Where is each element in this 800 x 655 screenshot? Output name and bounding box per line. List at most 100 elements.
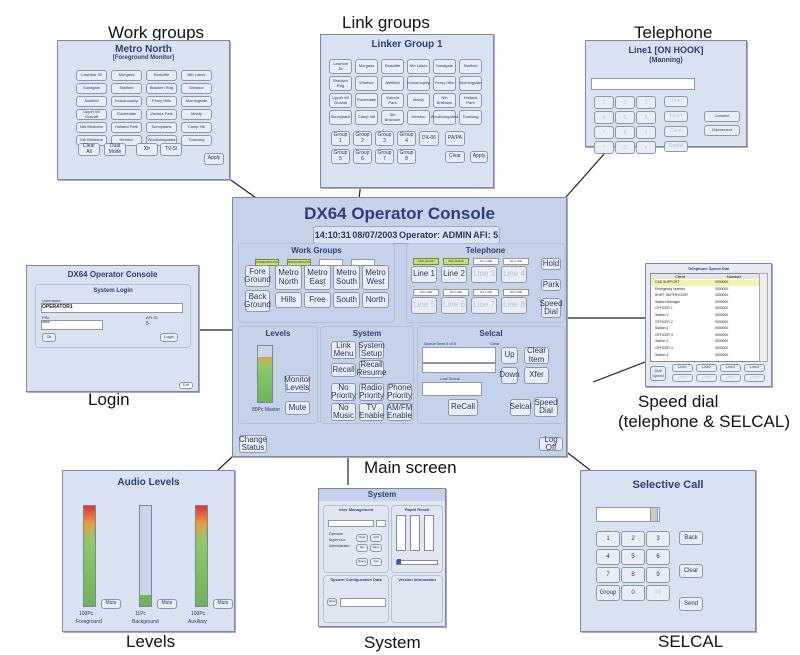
workgroup-button[interactable]: Redcliffe xyxy=(146,70,177,81)
work-group-button[interactable]: Metro South xyxy=(333,265,360,290)
selcal-key[interactable]: 4 xyxy=(596,549,620,565)
telephone-line-button[interactable]: Line 6 xyxy=(441,297,467,314)
clear-item-button[interactable]: Clear Item xyxy=(524,346,549,364)
recall-slider-1[interactable] xyxy=(396,515,406,551)
speeddial-scrollbar[interactable] xyxy=(759,273,768,362)
selcal-side-button[interactable]: Clear xyxy=(679,564,703,578)
workgroup-button[interactable]: Herston xyxy=(111,135,142,146)
selcal-speed-dial-button[interactable]: Speed Dial xyxy=(534,397,558,417)
keypad-key[interactable]: 6 xyxy=(636,111,656,124)
selcal-key[interactable]: 8 xyxy=(621,567,645,583)
username-field[interactable]: OPERATOR1 xyxy=(41,303,183,313)
linkgroups-apply-button[interactable]: Apply xyxy=(470,151,488,163)
workgroup-button[interactable]: Sandgate xyxy=(76,83,107,94)
system-button[interactable]: No Priority xyxy=(331,382,356,401)
link-button[interactable]: Camp Hill xyxy=(355,110,378,125)
speeddial-line-button[interactable]: Line8 xyxy=(744,374,765,382)
keypad-key[interactable]: # xyxy=(636,141,656,154)
operator-radio[interactable]: Operator xyxy=(329,532,343,536)
dx-06-button[interactable]: DX-06 xyxy=(419,131,439,146)
link-button[interactable]: Victoria Park xyxy=(381,93,404,108)
link-button[interactable]: Ashfield xyxy=(381,76,404,91)
log-off-button[interactable]: Log Off xyxy=(539,435,563,452)
exit-button[interactable]: Exit xyxy=(179,382,193,389)
workgroup-button[interactable]: Rochedale xyxy=(111,109,142,120)
audio-level-meter[interactable] xyxy=(195,505,208,607)
link-group-button[interactable]: Group 1 xyxy=(331,131,350,146)
speeddial-line-button[interactable]: Line1 xyxy=(672,364,693,372)
link-group-button[interactable]: Group 5 xyxy=(331,149,350,164)
system-button[interactable]: Recall Resume xyxy=(356,359,387,378)
link-button[interactable]: Lawnton 35 xyxy=(329,59,352,74)
pin-field[interactable]: **** xyxy=(41,320,103,330)
system-button[interactable]: Link Menu xyxy=(331,341,356,359)
keypad-key[interactable]: 9 xyxy=(636,126,656,139)
telephone-line-button[interactable]: Line 3 xyxy=(471,266,497,283)
keypad-key[interactable]: 8 xyxy=(615,126,635,139)
link-button[interactable]: Sunnybank xyxy=(329,110,352,125)
workgroup-button[interactable]: Upper Mt Gravatt xyxy=(76,109,107,120)
link-button[interactable]: Woolloongabba xyxy=(431,110,458,125)
system-button[interactable]: AM/FM Enable xyxy=(386,402,413,421)
username-input[interactable] xyxy=(328,520,374,527)
speed-dial-button[interactable]: Speed Dial xyxy=(539,298,563,318)
link-group-button[interactable]: Group 6 xyxy=(353,149,372,164)
link-button[interactable]: Stafford xyxy=(459,59,482,74)
keypad-key[interactable]: 4 xyxy=(594,111,614,124)
telephone-line-button[interactable]: Line 2 xyxy=(441,266,467,283)
workgroup-button[interactable]: Ferny Hills xyxy=(146,96,177,107)
mute-button[interactable]: Mute xyxy=(213,599,233,609)
workgroup-button[interactable]: Morgans xyxy=(111,70,142,81)
dual-mode-button[interactable]: Dual Mode xyxy=(104,143,126,156)
telephone-right-button[interactable]: Connect xyxy=(704,111,740,122)
system-button[interactable]: TV Enable xyxy=(359,402,384,421)
workgroup-button[interactable]: Stafford xyxy=(111,83,142,94)
link-group-button[interactable]: Group 7 xyxy=(375,149,394,164)
audio-level-meter[interactable] xyxy=(83,505,96,607)
link-button[interactable]: Manly xyxy=(407,93,430,108)
dial-speed-button[interactable]: Dial Speed xyxy=(650,366,666,381)
link-button[interactable]: Sandgate xyxy=(433,59,456,74)
pa-pa-button[interactable]: PA/PA xyxy=(445,131,465,146)
keypad-key[interactable]: 7 xyxy=(594,126,614,139)
system-button[interactable]: System Setup xyxy=(358,340,385,359)
audio-level-meter[interactable] xyxy=(139,505,152,607)
system-button[interactable]: Radio Priority xyxy=(359,382,384,401)
link-button[interactable]: Holland Park xyxy=(459,93,482,108)
park-button[interactable]: Park xyxy=(541,279,561,291)
up-button[interactable]: Up xyxy=(501,347,518,364)
operator-radio[interactable]: Supervisor xyxy=(329,538,346,542)
link-button[interactable]: Nth Brisbane xyxy=(433,93,456,108)
selcal-key[interactable]: 0 xyxy=(621,585,645,601)
keypad-key[interactable]: 5 xyxy=(615,111,635,124)
mute-button[interactable]: Mute xyxy=(157,599,177,609)
link-button[interactable]: Morningside xyxy=(459,76,482,91)
system-button[interactable]: No Music xyxy=(331,403,356,421)
speeddial-line-button[interactable]: Line6 xyxy=(696,374,717,382)
link-group-button[interactable]: Group 8 xyxy=(397,149,416,164)
telephone-side-button[interactable]: Dial xyxy=(664,96,688,107)
master-level-meter[interactable] xyxy=(257,345,273,403)
recall-slider-2[interactable] xyxy=(410,515,420,551)
down-button[interactable]: Down xyxy=(499,367,520,384)
apply-button[interactable]: Apply xyxy=(204,153,224,165)
workgroup-button[interactable]: Toowong xyxy=(181,135,212,146)
workgroup-button[interactable]: Nth Brisbane xyxy=(76,122,107,133)
link-button[interactable]: Bracken Rdg xyxy=(329,76,352,91)
link-button[interactable]: Windsor xyxy=(355,76,378,91)
telephone-line-button[interactable]: Line 1 xyxy=(411,266,437,283)
workgroup-button[interactable]: Ashfield xyxy=(76,96,107,107)
workgroup-button[interactable]: Nth Lakes xyxy=(181,70,212,81)
link-button[interactable]: Morgans xyxy=(355,59,378,74)
system-button[interactable]: Recall xyxy=(331,363,356,377)
save-config-button[interactable]: Save xyxy=(327,598,337,606)
workgroup-button[interactable]: Indooroopilly xyxy=(111,96,142,107)
speeddial-line-button[interactable]: Line3 xyxy=(720,364,741,372)
